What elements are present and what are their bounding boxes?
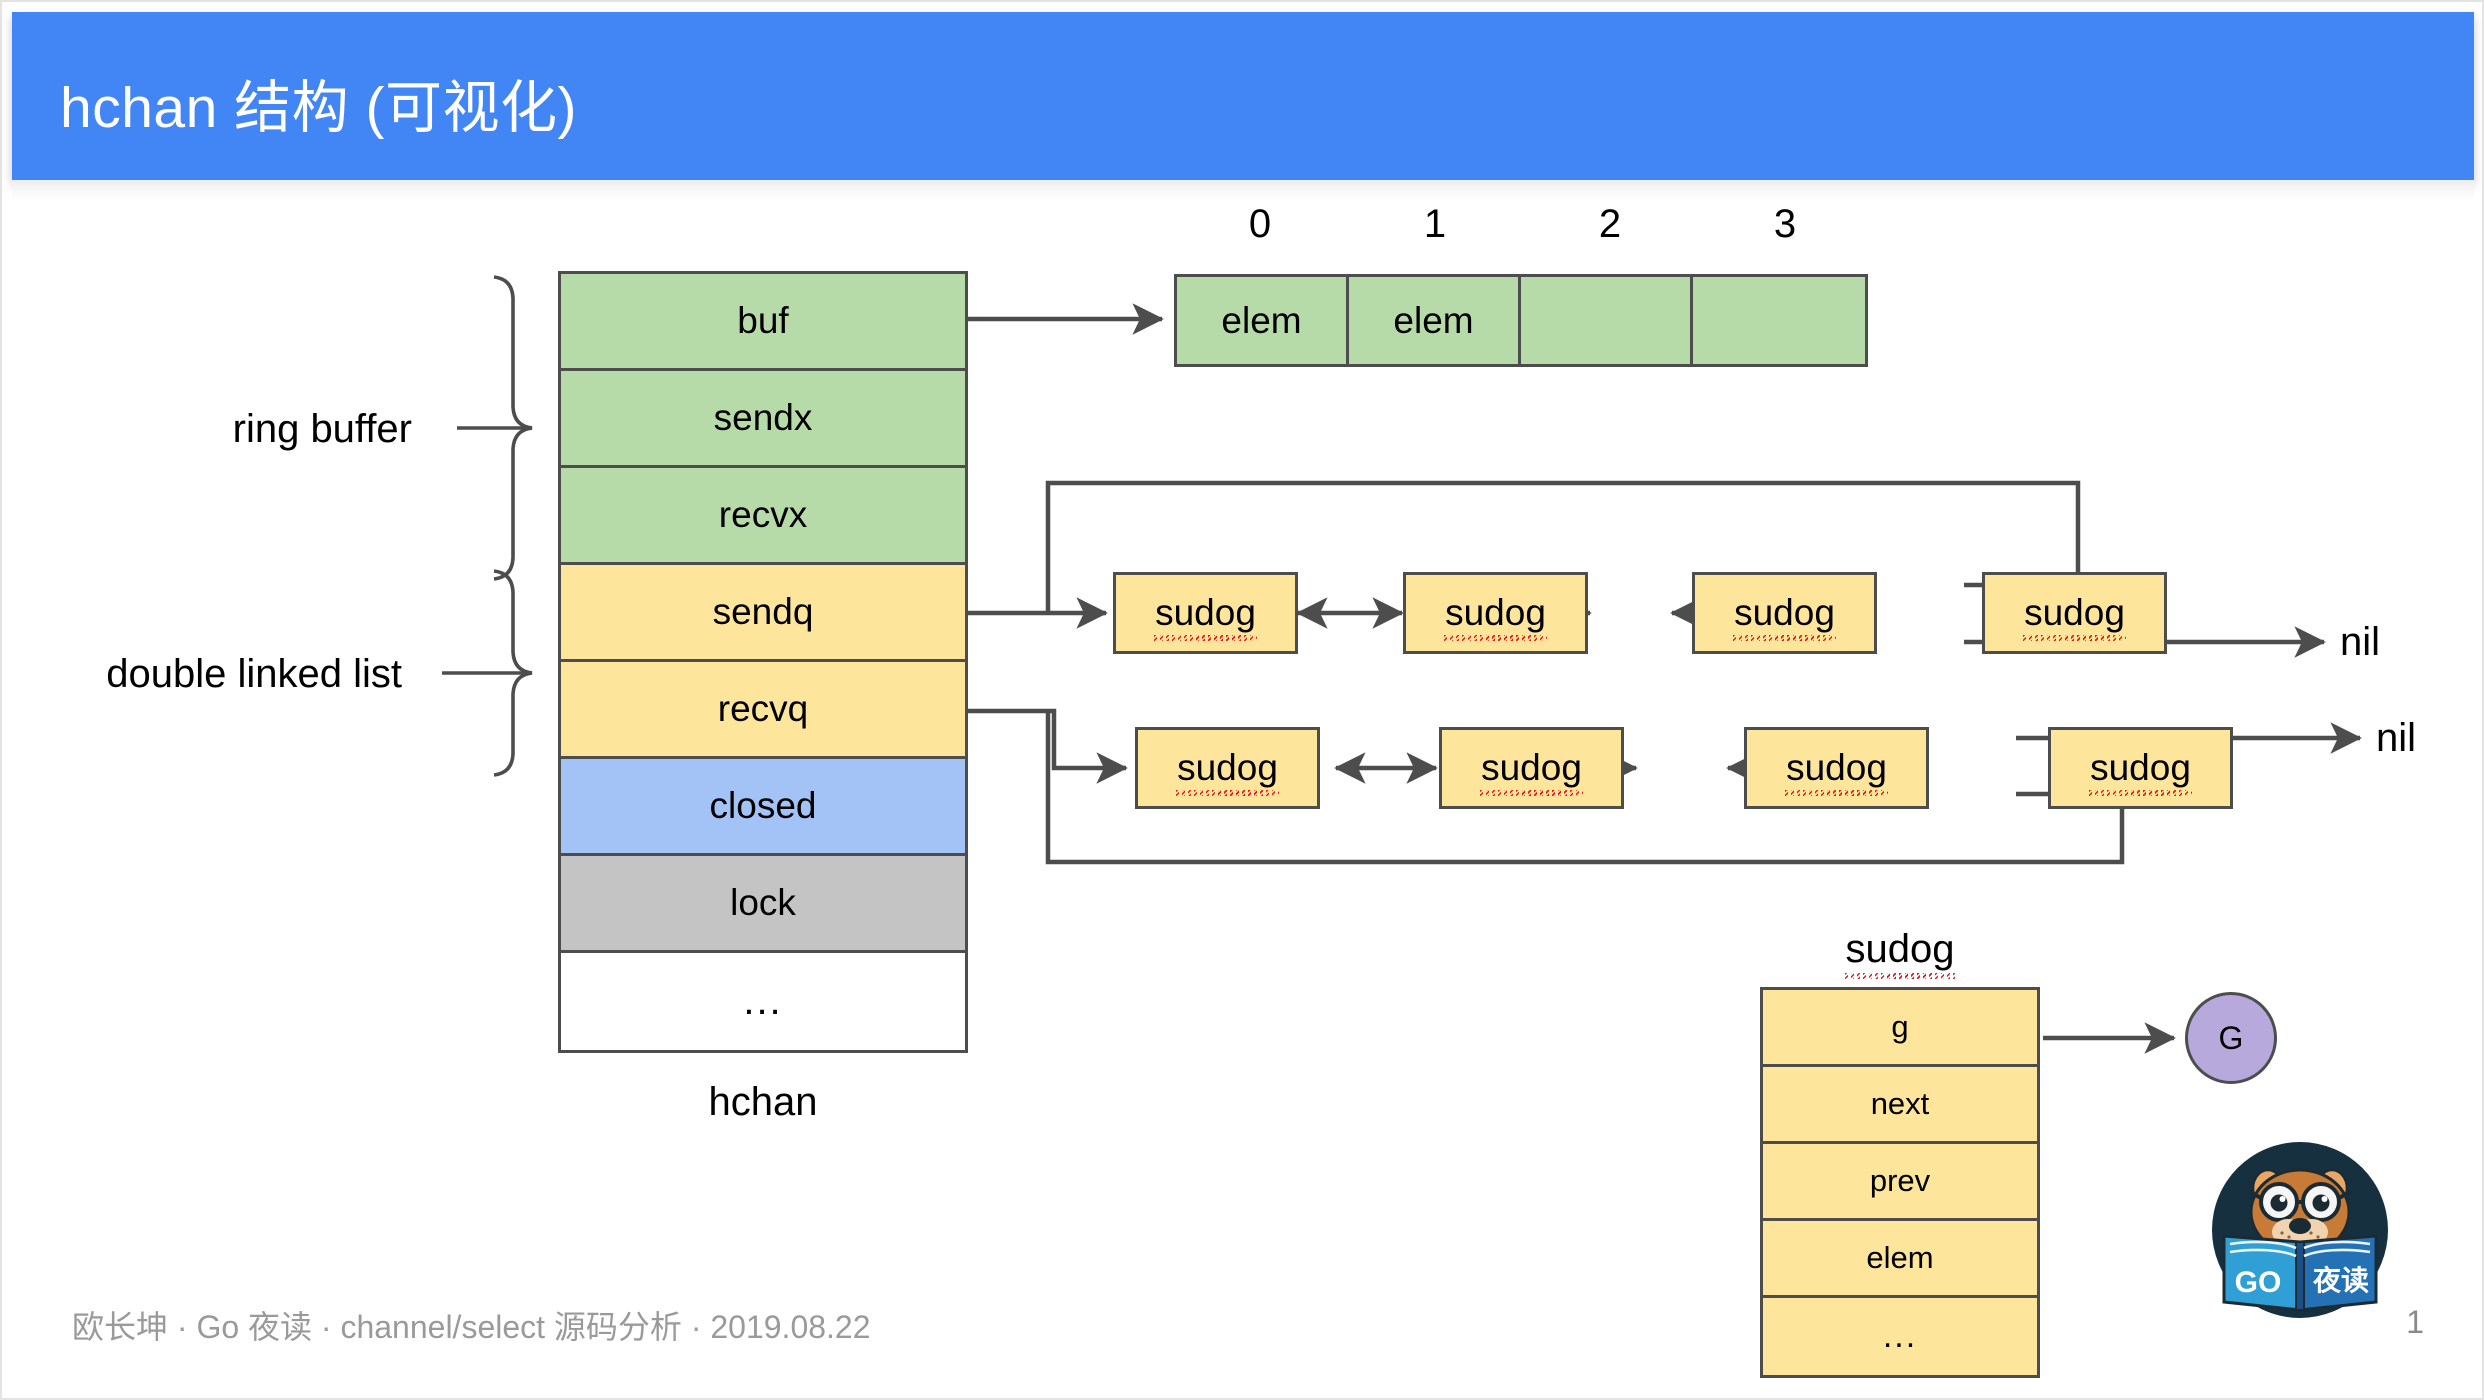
sudog-field-elem[interactable]: elem [1763, 1221, 2037, 1298]
recvq-node-1[interactable]: sudog [1439, 727, 1624, 809]
sendq-node-1-label: sudog [1445, 592, 1546, 633]
ring-buffer-cell-1[interactable]: elem [1349, 277, 1521, 364]
gopher-icon [2249, 1168, 2351, 1256]
sendq-node-2-label: sudog [1734, 592, 1835, 633]
recvq-node-3-label: sudog [2090, 747, 2191, 788]
hchan-caption: hchan [708, 1080, 818, 1124]
sendq-nil-label: nil [2340, 620, 2381, 664]
ring-buffer-array: elem elem [1174, 274, 1868, 367]
ring-buffer-index-2: 2 [1598, 202, 1622, 246]
hchan-field-recvx[interactable]: recvx [561, 468, 965, 565]
recvq-node-2-label: sudog [1786, 747, 1887, 788]
ring-buffer-index-0: 0 [1248, 202, 1272, 246]
book-text-right: 夜读 [2312, 1264, 2369, 1296]
sendq-node-2[interactable]: sudog [1692, 572, 1877, 654]
sudog-field-ellipsis: ... [1882, 1317, 1918, 1355]
page-number: 1 [2406, 1304, 2424, 1340]
hchan-field-lock[interactable]: lock [561, 856, 965, 953]
recvq-node-0-label: sudog [1177, 747, 1278, 788]
recvq-node-3[interactable]: sudog [2048, 727, 2233, 809]
hchan-field-recvq[interactable]: recvq [561, 662, 965, 759]
hchan-field-closed[interactable]: closed [561, 759, 965, 856]
hchan-field-buf[interactable]: buf [561, 274, 965, 371]
sendq-node-0-label: sudog [1155, 592, 1256, 633]
brace-ring-buffer [493, 275, 533, 581]
sudog-detail-title: sudog [1760, 927, 2040, 972]
recvq-nil-label: nil [2376, 716, 2417, 760]
go-night-reading-logo: GO 夜读 [2212, 1142, 2388, 1318]
hchan-field-ellipsis: ... [561, 953, 965, 1050]
hchan-field-sendq[interactable]: sendq [561, 565, 965, 662]
ring-buffer-cell-2[interactable] [1521, 277, 1693, 364]
sendq-node-1[interactable]: sudog [1403, 572, 1588, 654]
recvq-node-1-label: sudog [1481, 747, 1582, 788]
ring-buffer-index-3: 3 [1773, 202, 1797, 246]
hchan-field-sendx[interactable]: sendx [561, 371, 965, 468]
label-ring-buffer: ring buffer [232, 407, 412, 451]
slide-header-banner: hchan 结构 (可视化) [12, 12, 2474, 180]
hchan-struct-box: buf sendx recvx sendq recvq closed lock … [558, 271, 968, 1053]
recvq-node-2[interactable]: sudog [1744, 727, 1929, 809]
wire-recvq-to-node1 [968, 708, 1128, 784]
ring-buffer-index-1: 1 [1423, 202, 1447, 246]
sudog-detail-title-label: sudog [1845, 927, 1955, 971]
recvq-node-0[interactable]: sudog [1135, 727, 1320, 809]
label-double-linked-list: double linked list [106, 652, 402, 696]
sendq-node-3[interactable]: sudog [1982, 572, 2167, 654]
book-text-left: GO [2235, 1266, 2282, 1299]
sudog-field-g[interactable]: g [1763, 990, 2037, 1067]
header-shadow [12, 180, 2474, 202]
sudog-detail-box: g next prev elem ... [1760, 987, 2040, 1378]
footer-credit: 欧长坤 · Go 夜读 · channel/select 源码分析 · 2019… [72, 1309, 871, 1345]
page-title: hchan 结构 (可视化) [60, 76, 577, 140]
sudog-field-next[interactable]: next [1763, 1067, 2037, 1144]
goroutine-circle[interactable]: G [2185, 992, 2277, 1084]
ring-buffer-cell-0[interactable]: elem [1177, 277, 1349, 364]
sudog-field-prev[interactable]: prev [1763, 1144, 2037, 1221]
sendq-node-0[interactable]: sudog [1113, 572, 1298, 654]
book-icon: GO 夜读 [2222, 1234, 2378, 1312]
brace-double-linked-list [493, 569, 533, 777]
sendq-node-3-label: sudog [2024, 592, 2125, 633]
ring-buffer-cell-3[interactable] [1693, 277, 1865, 364]
